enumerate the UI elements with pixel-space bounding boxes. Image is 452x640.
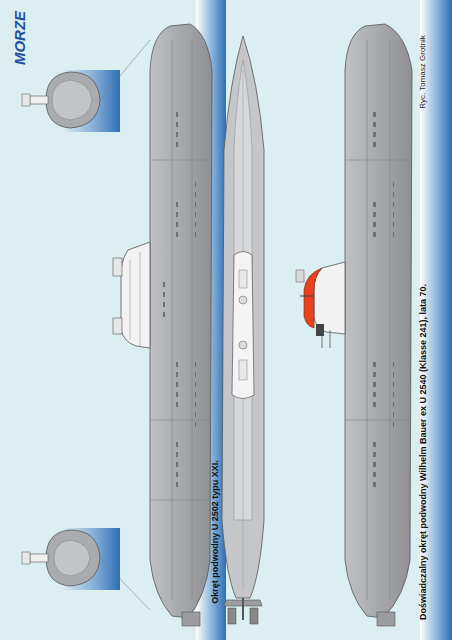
u2502-top-view bbox=[222, 36, 264, 624]
author-credit: Ryc. Tomasz Grotnik bbox=[419, 35, 428, 109]
bow-cross-section bbox=[22, 40, 150, 132]
logo: MORZE bbox=[12, 11, 29, 65]
wilhelm-bauer-profile bbox=[296, 24, 412, 626]
caption: Okręt podwodny U 2502 typu XXI. bbox=[211, 460, 221, 604]
caption: Doświadczalny okręt podwodny Wilhelm Bau… bbox=[419, 284, 429, 620]
stern-cross-section bbox=[22, 528, 150, 610]
u2502-profile bbox=[113, 24, 212, 626]
